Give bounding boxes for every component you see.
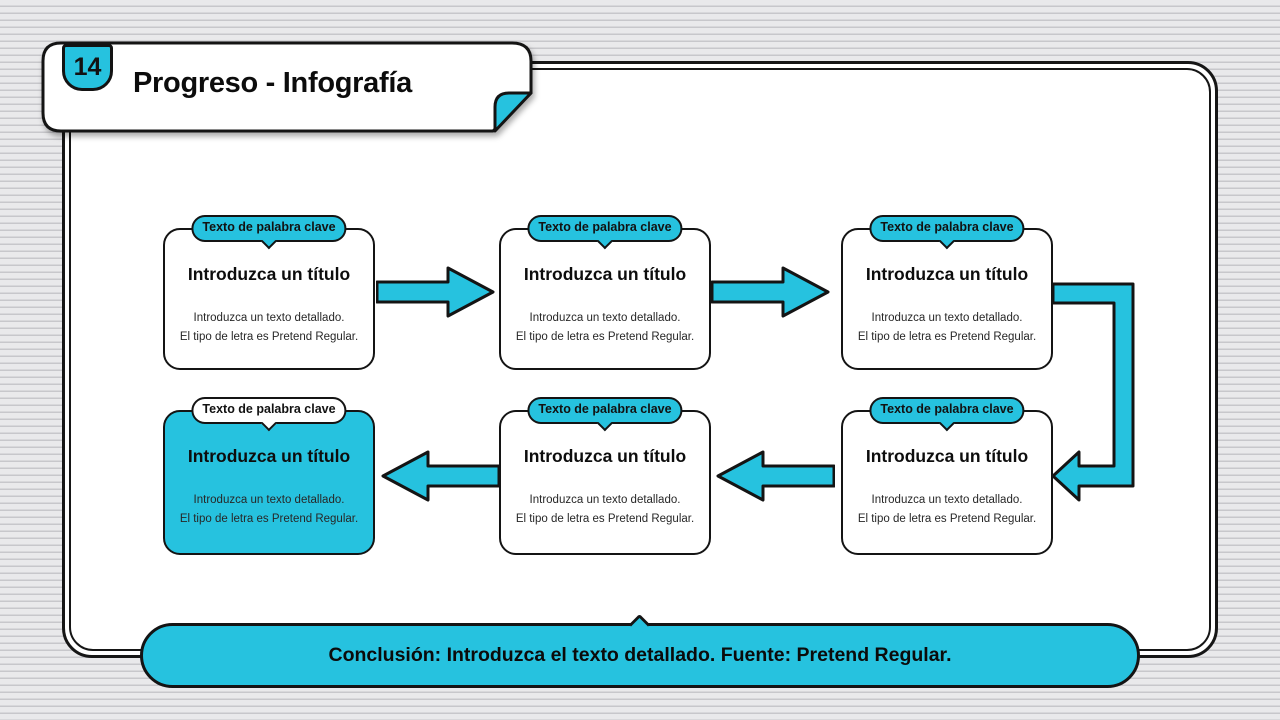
box-title: Introduzca un título — [187, 264, 351, 284]
flow-box-2: Texto de palabra clave Introduzca un tít… — [499, 215, 711, 370]
keyword-label: Texto de palabra clave — [202, 220, 336, 234]
box-body: Introduzca un texto detallado. El tipo d… — [501, 491, 709, 528]
box-body-line1: Introduzca un texto detallado. — [529, 494, 681, 506]
keyword-label: Texto de palabra clave — [880, 220, 1014, 234]
flow-box-4-highlighted: Texto de palabra clave Introduzca un tít… — [163, 397, 375, 555]
box-body-line1: Introduzca un texto detallado. — [871, 494, 1023, 506]
flow-box-3: Texto de palabra clave Introduzca un tít… — [841, 215, 1053, 370]
keyword-pill-4: Texto de palabra clave — [191, 397, 347, 432]
box-body-line2: El tipo de letra es Pretend Regular. — [857, 512, 1037, 525]
keyword-label: Texto de palabra clave — [538, 220, 672, 234]
keyword-pill-2: Texto de palabra clave — [527, 215, 683, 250]
box-body-line1: Introduzca un texto detallado. — [193, 312, 345, 324]
keyword-pill-6: Texto de palabra clave — [869, 397, 1025, 432]
arrow-right-icon — [376, 266, 495, 318]
arrow-right-icon — [711, 266, 830, 318]
box-body-line2: El tipo de letra es Pretend Regular. — [179, 330, 359, 343]
box-body-line2: El tipo de letra es Pretend Regular. — [179, 512, 359, 525]
slide-title: Progreso - Infografía — [133, 67, 412, 99]
box-body-line1: Introduzca un texto detallado. — [871, 312, 1023, 324]
box-title: Introduzca un título — [523, 446, 687, 466]
arrow-elbow-down-left-icon — [1051, 282, 1135, 502]
header-card — [41, 41, 533, 133]
box-body-line1: Introduzca un texto detallado. — [529, 312, 681, 324]
box-body: Introduzca un texto detallado. El tipo d… — [843, 491, 1051, 528]
pointer-notch-icon — [596, 415, 613, 432]
keyword-pill-5: Texto de palabra clave — [527, 397, 683, 432]
flow-box-6: Texto de palabra clave Introduzca un tít… — [841, 397, 1053, 555]
slide-number-badge: 14 — [62, 44, 113, 91]
box-body: Introduzca un texto detallado. El tipo d… — [843, 309, 1051, 346]
box-body-line2: El tipo de letra es Pretend Regular. — [857, 330, 1037, 343]
box-body-line2: El tipo de letra es Pretend Regular. — [515, 330, 695, 343]
conclusion-banner: Conclusión: Introduzca el texto detallad… — [140, 613, 1140, 688]
pointer-notch-icon — [938, 233, 955, 250]
header-card-shape — [41, 41, 533, 133]
pointer-notch-icon — [596, 233, 613, 250]
box-body: Introduzca un texto detallado. El tipo d… — [165, 309, 373, 346]
pointer-notch-icon — [938, 415, 955, 432]
keyword-label: Texto de palabra clave — [538, 402, 672, 416]
box-title: Introduzca un título — [865, 264, 1029, 284]
box-title: Introduzca un título — [187, 446, 351, 466]
conclusion-text: Conclusión: Introduzca el texto detallad… — [328, 644, 952, 666]
keyword-pill-3: Texto de palabra clave — [869, 215, 1025, 250]
box-body: Introduzca un texto detallado. El tipo d… — [165, 491, 373, 528]
pointer-notch-icon — [260, 233, 277, 250]
box-body: Introduzca un texto detallado. El tipo d… — [501, 309, 709, 346]
arrow-left-icon — [381, 450, 500, 502]
flow-box-5: Texto de palabra clave Introduzca un tít… — [499, 397, 711, 555]
pointer-notch-icon — [260, 415, 277, 432]
page-fold-icon — [493, 91, 533, 133]
box-title: Introduzca un título — [865, 446, 1029, 466]
box-body-line1: Introduzca un texto detallado. — [193, 494, 345, 506]
keyword-label: Texto de palabra clave — [202, 402, 336, 416]
keyword-label: Texto de palabra clave — [880, 402, 1014, 416]
box-body-line2: El tipo de letra es Pretend Regular. — [515, 512, 695, 525]
arrow-left-icon — [716, 450, 835, 502]
box-title: Introduzca un título — [523, 264, 687, 284]
keyword-pill-1: Texto de palabra clave — [191, 215, 347, 250]
flow-box-1: Texto de palabra clave Introduzca un tít… — [163, 215, 375, 370]
